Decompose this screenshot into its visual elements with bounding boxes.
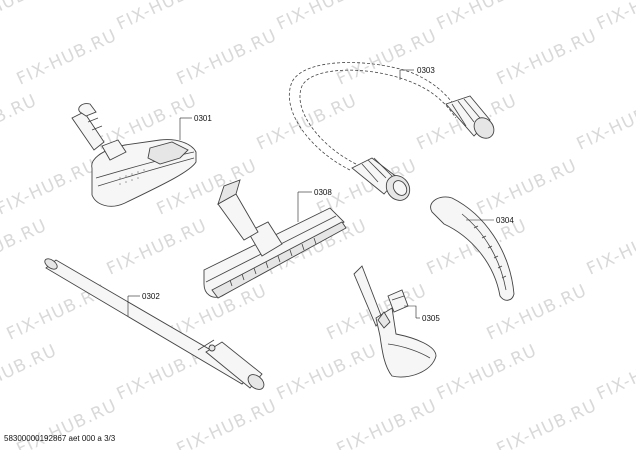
label-0304: 0304 (496, 216, 514, 225)
watermark-text: FIX-HUB.RU (474, 156, 581, 220)
watermark-text: FIX-HUB.RU (434, 341, 541, 405)
watermark-text: FIX-HUB.RU (494, 396, 601, 450)
label-0303: 0303 (417, 66, 435, 75)
watermark-text: FIX-HUB.RU (0, 91, 40, 155)
label-0302: 0302 (142, 292, 160, 301)
watermark-text: FIX-HUB.RU (334, 396, 441, 450)
upholstery-nozzle-drawing (430, 196, 515, 301)
parquet-nozzle-drawing (203, 179, 347, 299)
part-labels: 0301 0302 0303 0304 0305 0308 (142, 66, 514, 323)
watermark-text: FIX-HUB.RU (584, 216, 636, 280)
watermark-text: FIX-HUB.RU (14, 26, 121, 90)
crevice-nozzle-drawing (353, 265, 437, 378)
watermark-text: FIX-HUB.RU (174, 26, 281, 90)
watermark-text: FIX-HUB.RU (174, 396, 281, 450)
watermark-text: FIX-HUB.RU (334, 26, 441, 90)
hose-drawing (288, 62, 495, 201)
watermark-text: FIX-HUB.RU (274, 0, 381, 35)
drawing-number: 58300000192867 aet 000 a 3/3 (4, 434, 116, 443)
label-0305: 0305 (422, 314, 440, 323)
tube-drawing (44, 258, 265, 390)
watermark-text: FIX-HUB.RU (254, 91, 361, 155)
watermark-text: FIX-HUB.RU (274, 341, 381, 405)
watermark-text: FIX-HUB.RU (594, 0, 636, 35)
label-0308: 0308 (314, 188, 332, 197)
watermark-text: FIX-HUB.RU (574, 91, 636, 155)
watermark-text: FIX-HUB.RU (594, 341, 636, 405)
watermark-text: FIX-HUB.RU (0, 216, 50, 280)
watermark-text: FIX-HUB.RU (114, 0, 221, 35)
watermark-text: FIX-HUB.RU (104, 216, 211, 280)
watermark-text: FIX-HUB.RU (434, 0, 541, 35)
leader-lines (127, 69, 494, 319)
label-0301: 0301 (194, 114, 212, 123)
watermark-text: FIX-HUB.RU (494, 26, 601, 90)
watermark-text: FIX-HUB.RU (0, 341, 60, 405)
floor-nozzle-drawing (71, 103, 197, 207)
watermark-text: FIX-HUB.RU (0, 0, 60, 35)
watermark-text: FIX-HUB.RU (0, 156, 100, 220)
